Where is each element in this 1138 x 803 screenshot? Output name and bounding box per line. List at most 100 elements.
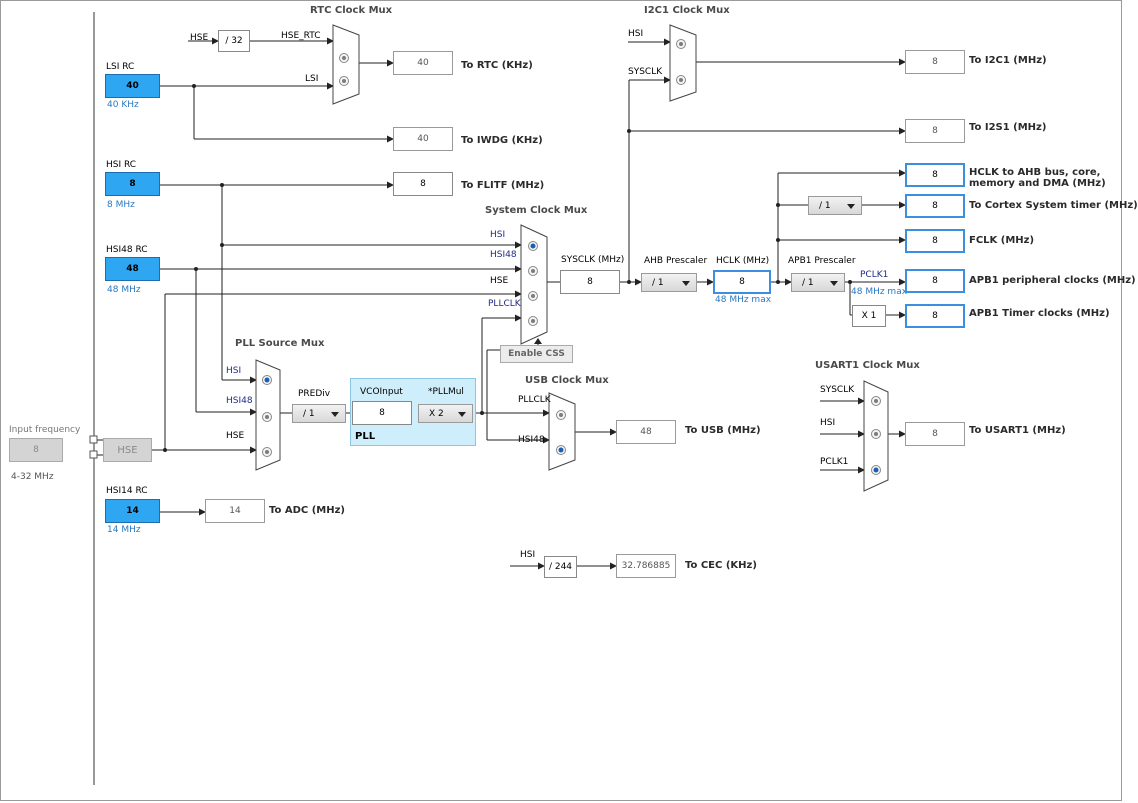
ahb-prescaler-label: AHB Prescaler (644, 256, 708, 266)
system-mux-input-hsi48: HSI48 (490, 250, 517, 260)
hsi-unit: 8 MHz (107, 200, 135, 210)
system-mux-title: System Clock Mux (485, 205, 588, 216)
hsi14-value-box[interactable]: 14 (105, 499, 160, 523)
cortex-output-box: 8 (905, 194, 965, 218)
pll-source-input-hse: HSE (226, 431, 245, 441)
apb1-peripheral-output-label: APB1 peripheral clocks (MHz) (969, 275, 1136, 286)
pclk1-label: PCLK1 (860, 270, 889, 280)
lsi-unit: 40 KHz (107, 100, 139, 110)
lsi-value-box[interactable]: 40 (105, 74, 160, 98)
fclk-output-label: FCLK (MHz) (969, 235, 1035, 246)
input-frequency-range: 4-32 MHz (11, 472, 54, 482)
system-mux-input-hse: HSE (490, 276, 509, 286)
enable-css-button[interactable]: Enable CSS (500, 345, 573, 363)
sysclk-value-box: 8 (560, 270, 620, 294)
system-mux-shape (520, 224, 548, 345)
chevron-down-icon (830, 280, 838, 286)
usart1-mux-title: USART1 Clock Mux (815, 360, 920, 371)
hsi-label: HSI RC (106, 160, 137, 170)
prediv-label: PREDiv (298, 389, 331, 399)
system-mux-input-pllclk: PLLCLK (488, 299, 521, 309)
cortex-divider-value: / 1 (819, 200, 831, 211)
usart1-mux-input-sysclk: SYSCLK (820, 385, 855, 395)
usb-mux-shape (548, 392, 576, 471)
flitf-output-box: 8 (393, 172, 453, 196)
apb1-prescaler-label: APB1 Prescaler (788, 256, 856, 266)
adc-output-box: 14 (205, 499, 265, 523)
hsi48-value-box[interactable]: 48 (105, 257, 160, 281)
prediv-select[interactable]: / 1 (292, 404, 346, 423)
rtc-mux-shape (332, 24, 360, 105)
hse-input-label: HSE (190, 33, 209, 43)
pllmul-label: *PLLMul (428, 387, 464, 397)
system-mux-input-hsi: HSI (490, 230, 506, 240)
i2c1-output-label: To I2C1 (MHz) (969, 55, 1047, 66)
usb-output-box: 48 (616, 420, 676, 444)
cec-output-box: 32.786885 (616, 554, 676, 578)
hclk-ahb-output-label-line1: HCLK to AHB bus, core, (969, 167, 1101, 178)
hclk-max-label: 48 MHz max (715, 295, 772, 305)
fclk-output-box: 8 (905, 229, 965, 253)
ahb-prescaler-value: / 1 (652, 277, 664, 288)
input-frequency-field[interactable]: 8 (9, 438, 63, 462)
i2c1-mux-title: I2C1 Clock Mux (644, 5, 730, 16)
usb-mux-input-pllclk: PLLCLK (518, 395, 551, 405)
cec-divider: / 244 (544, 556, 577, 578)
hsi48-label: HSI48 RC (106, 245, 148, 255)
usart1-mux-input-pclk1: PCLK1 (820, 457, 849, 467)
cortex-divider-select[interactable]: / 1 (808, 196, 862, 215)
chevron-down-icon (458, 411, 466, 417)
apb1-timer-multiplier: X 1 (852, 305, 886, 327)
adc-output-label: To ADC (MHz) (269, 505, 345, 516)
hsi-value-box[interactable]: 8 (105, 172, 160, 196)
usart1-output-box: 8 (905, 422, 965, 446)
hclk-ahb-output-box: 8 (905, 163, 965, 187)
sysclk-label: SYSCLK (MHz) (561, 255, 625, 265)
pclk1-max-label: 48 MHz max (851, 287, 908, 297)
usb-output-label: To USB (MHz) (685, 425, 761, 436)
hclk-ahb-output-label-line2: memory and DMA (MHz) (969, 178, 1106, 189)
apb1-timer-output-box: 8 (905, 304, 965, 328)
rtc-output-label: To RTC (KHz) (461, 60, 533, 71)
i2c1-output-box: 8 (905, 50, 965, 74)
rtc-mux-title: RTC Clock Mux (310, 5, 393, 16)
cortex-output-label: To Cortex System timer (MHz) (969, 200, 1138, 211)
cec-hsi-label: HSI (520, 550, 536, 560)
hsi14-label: HSI14 RC (106, 486, 148, 496)
apb1-prescaler-select[interactable]: / 1 (791, 273, 845, 292)
chevron-down-icon (847, 203, 855, 209)
apb1-prescaler-value: / 1 (802, 277, 814, 288)
pll-source-input-hsi48: HSI48 (226, 396, 253, 406)
rtc-mux-input-hse-rtc: HSE_RTC (281, 31, 321, 41)
cec-output-label: To CEC (KHz) (685, 560, 757, 571)
i2c1-mux-input-hsi: HSI (628, 29, 644, 39)
apb1-timer-output-label: APB1 Timer clocks (MHz) (969, 308, 1110, 319)
hclk-label: HCLK (MHz) (716, 256, 770, 266)
pllmul-select[interactable]: X 2 (418, 404, 473, 423)
vco-input-value: 8 (352, 401, 412, 425)
i2s1-output-label: To I2S1 (MHz) (969, 122, 1047, 133)
rtc-mux-input-lsi: LSI (305, 74, 319, 84)
pllmul-value: X 2 (429, 408, 444, 419)
chevron-down-icon (682, 280, 690, 286)
ahb-prescaler-select[interactable]: / 1 (641, 273, 697, 292)
chevron-down-icon (331, 411, 339, 417)
pll-source-input-hsi: HSI (226, 366, 242, 376)
vco-input-label: VCOInput (360, 387, 403, 397)
hse-source-box[interactable]: HSE (103, 438, 152, 462)
pll-label: PLL (355, 431, 376, 442)
pll-source-mux-title: PLL Source Mux (235, 338, 325, 349)
i2c1-mux-input-sysclk: SYSCLK (628, 67, 663, 77)
hse-rtc-divider: / 32 (218, 30, 250, 52)
rtc-output-box: 40 (393, 51, 453, 75)
usb-mux-title: USB Clock Mux (525, 375, 609, 386)
hsi14-unit: 14 MHz (107, 525, 141, 535)
iwdg-output-label: To IWDG (KHz) (461, 135, 543, 146)
flitf-output-label: To FLITF (MHz) (461, 180, 545, 191)
hclk-value-field[interactable]: 8 (713, 270, 771, 294)
apb1-peripheral-output-box: 8 (905, 269, 965, 293)
prediv-value: / 1 (303, 408, 315, 419)
i2c1-mux-shape (669, 24, 697, 102)
